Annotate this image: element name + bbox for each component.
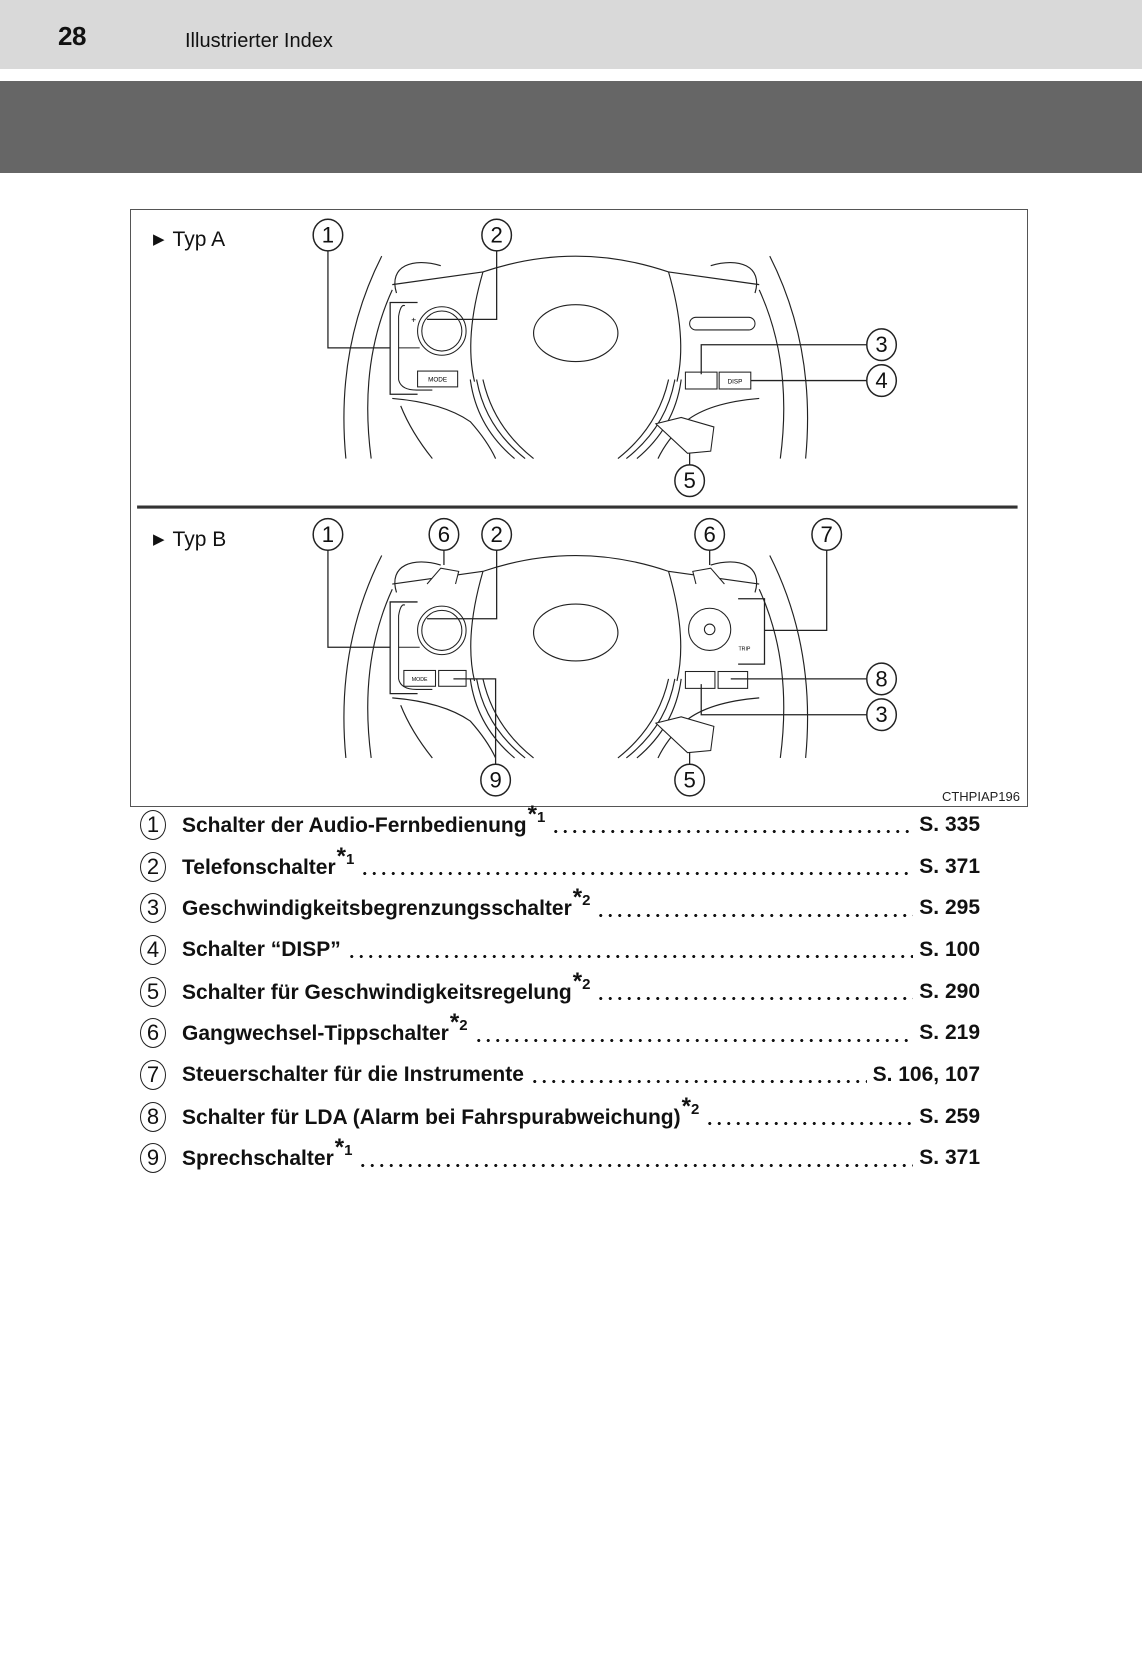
figure-code: CTHPIAP196: [941, 789, 1020, 804]
item-label: Schalter für Geschwindigkeitsregelung: [182, 980, 572, 1004]
page-reference[interactable]: S. 371: [919, 1146, 980, 1170]
index-item: 5 Schalter für Geschwindigkeitsregelung*2…: [140, 967, 980, 1013]
dot-leader: [705, 1106, 914, 1128]
index-item: 9 Sprechschalter*1 S. 371: [140, 1134, 980, 1180]
item-label: Schalter der Audio-Fernbedienung: [182, 813, 527, 837]
page-number: 28: [58, 21, 86, 51]
item-number: 5: [140, 976, 166, 1007]
dot-leader: [346, 939, 914, 961]
page-reference[interactable]: S. 371: [919, 854, 980, 878]
page-reference[interactable]: S. 335: [919, 812, 980, 836]
item-label: Sprechschalter: [182, 1147, 334, 1171]
index-item: 6 Gangwechsel-Tippschalter*2 S. 219: [140, 1009, 980, 1054]
item-label: Telefonschalter: [182, 855, 336, 879]
index-item: 2 Telefonschalter*1 S. 371: [140, 842, 980, 888]
asterisk-icon: *: [572, 967, 583, 995]
item-number: 4: [140, 934, 166, 965]
page-header: 28 Illustrierter Index: [0, 0, 1142, 69]
item-label: Gangwechsel-Tippschalter: [182, 1022, 449, 1046]
chapter-band: [0, 81, 1142, 173]
page-reference[interactable]: S. 219: [919, 1021, 980, 1045]
footnote-ref: *2: [681, 1092, 700, 1120]
page-reference[interactable]: S. 295: [919, 896, 980, 920]
item-number: 9: [140, 1143, 166, 1174]
dot-leader: [358, 1147, 914, 1169]
page-reference[interactable]: S. 106, 107: [872, 1062, 980, 1086]
footnote-ref: *1: [527, 800, 546, 828]
dot-leader: [596, 897, 914, 919]
asterisk-icon: *: [527, 800, 537, 828]
asterisk-icon: *: [336, 842, 346, 870]
type-b-label: ▶Typ B: [153, 528, 227, 551]
dot-leader: [596, 981, 914, 1003]
item-number: 1: [140, 809, 166, 840]
steering-wheel-figure: ▶Typ A ▶Typ B CTHPIAP196: [130, 209, 1028, 807]
footnote-ref: *2: [572, 884, 591, 912]
triangle-icon: ▶: [153, 231, 165, 248]
asterisk-icon: *: [334, 1134, 345, 1162]
index-item: 4 Schalter “DISP” S. 100: [140, 929, 980, 971]
dot-leader: [473, 1022, 914, 1044]
footnote-ref: *1: [336, 842, 355, 870]
asterisk-icon: *: [449, 1009, 460, 1037]
item-label: Schalter “DISP”: [182, 937, 341, 961]
footnote-ref: *2: [572, 967, 591, 995]
item-number: 7: [140, 1059, 166, 1090]
dot-leader: [551, 814, 914, 836]
index-item: 7 Steuerschalter für die Instrumente S. 10…: [140, 1054, 980, 1096]
item-number: 6: [140, 1018, 166, 1049]
item-number: 8: [140, 1101, 166, 1132]
item-label: Geschwindigkeitsbegrenzungsschalter: [182, 897, 572, 921]
index-item: 8 Schalter für LDA (Alarm bei Fahrspurabw…: [140, 1092, 980, 1138]
dot-leader: [529, 1064, 867, 1086]
item-number: 2: [140, 851, 166, 882]
section-title: Illustrierter Index: [185, 30, 333, 52]
triangle-icon: ▶: [153, 531, 165, 548]
asterisk-icon: *: [681, 1092, 691, 1120]
item-number: 3: [140, 893, 166, 924]
footnote-ref: *2: [449, 1009, 468, 1037]
footnote-ref: *1: [334, 1134, 353, 1162]
asterisk-icon: *: [572, 884, 583, 912]
item-label: Steuerschalter für die Instrumente: [182, 1062, 524, 1086]
index-item: 1 Schalter der Audio-Fernbedienung*1 S. 33…: [140, 800, 980, 846]
type-a-label: ▶Typ A: [153, 228, 226, 251]
page-reference[interactable]: S. 100: [919, 937, 980, 961]
item-label: Schalter für LDA (Alarm bei Fahrspurabwe…: [182, 1105, 681, 1129]
page-reference[interactable]: S. 290: [919, 979, 980, 1003]
dot-leader: [360, 856, 914, 878]
index-item: 3 Geschwindigkeitsbegrenzungsschalter*2 S.…: [140, 884, 980, 929]
page-reference[interactable]: S. 259: [919, 1104, 980, 1128]
